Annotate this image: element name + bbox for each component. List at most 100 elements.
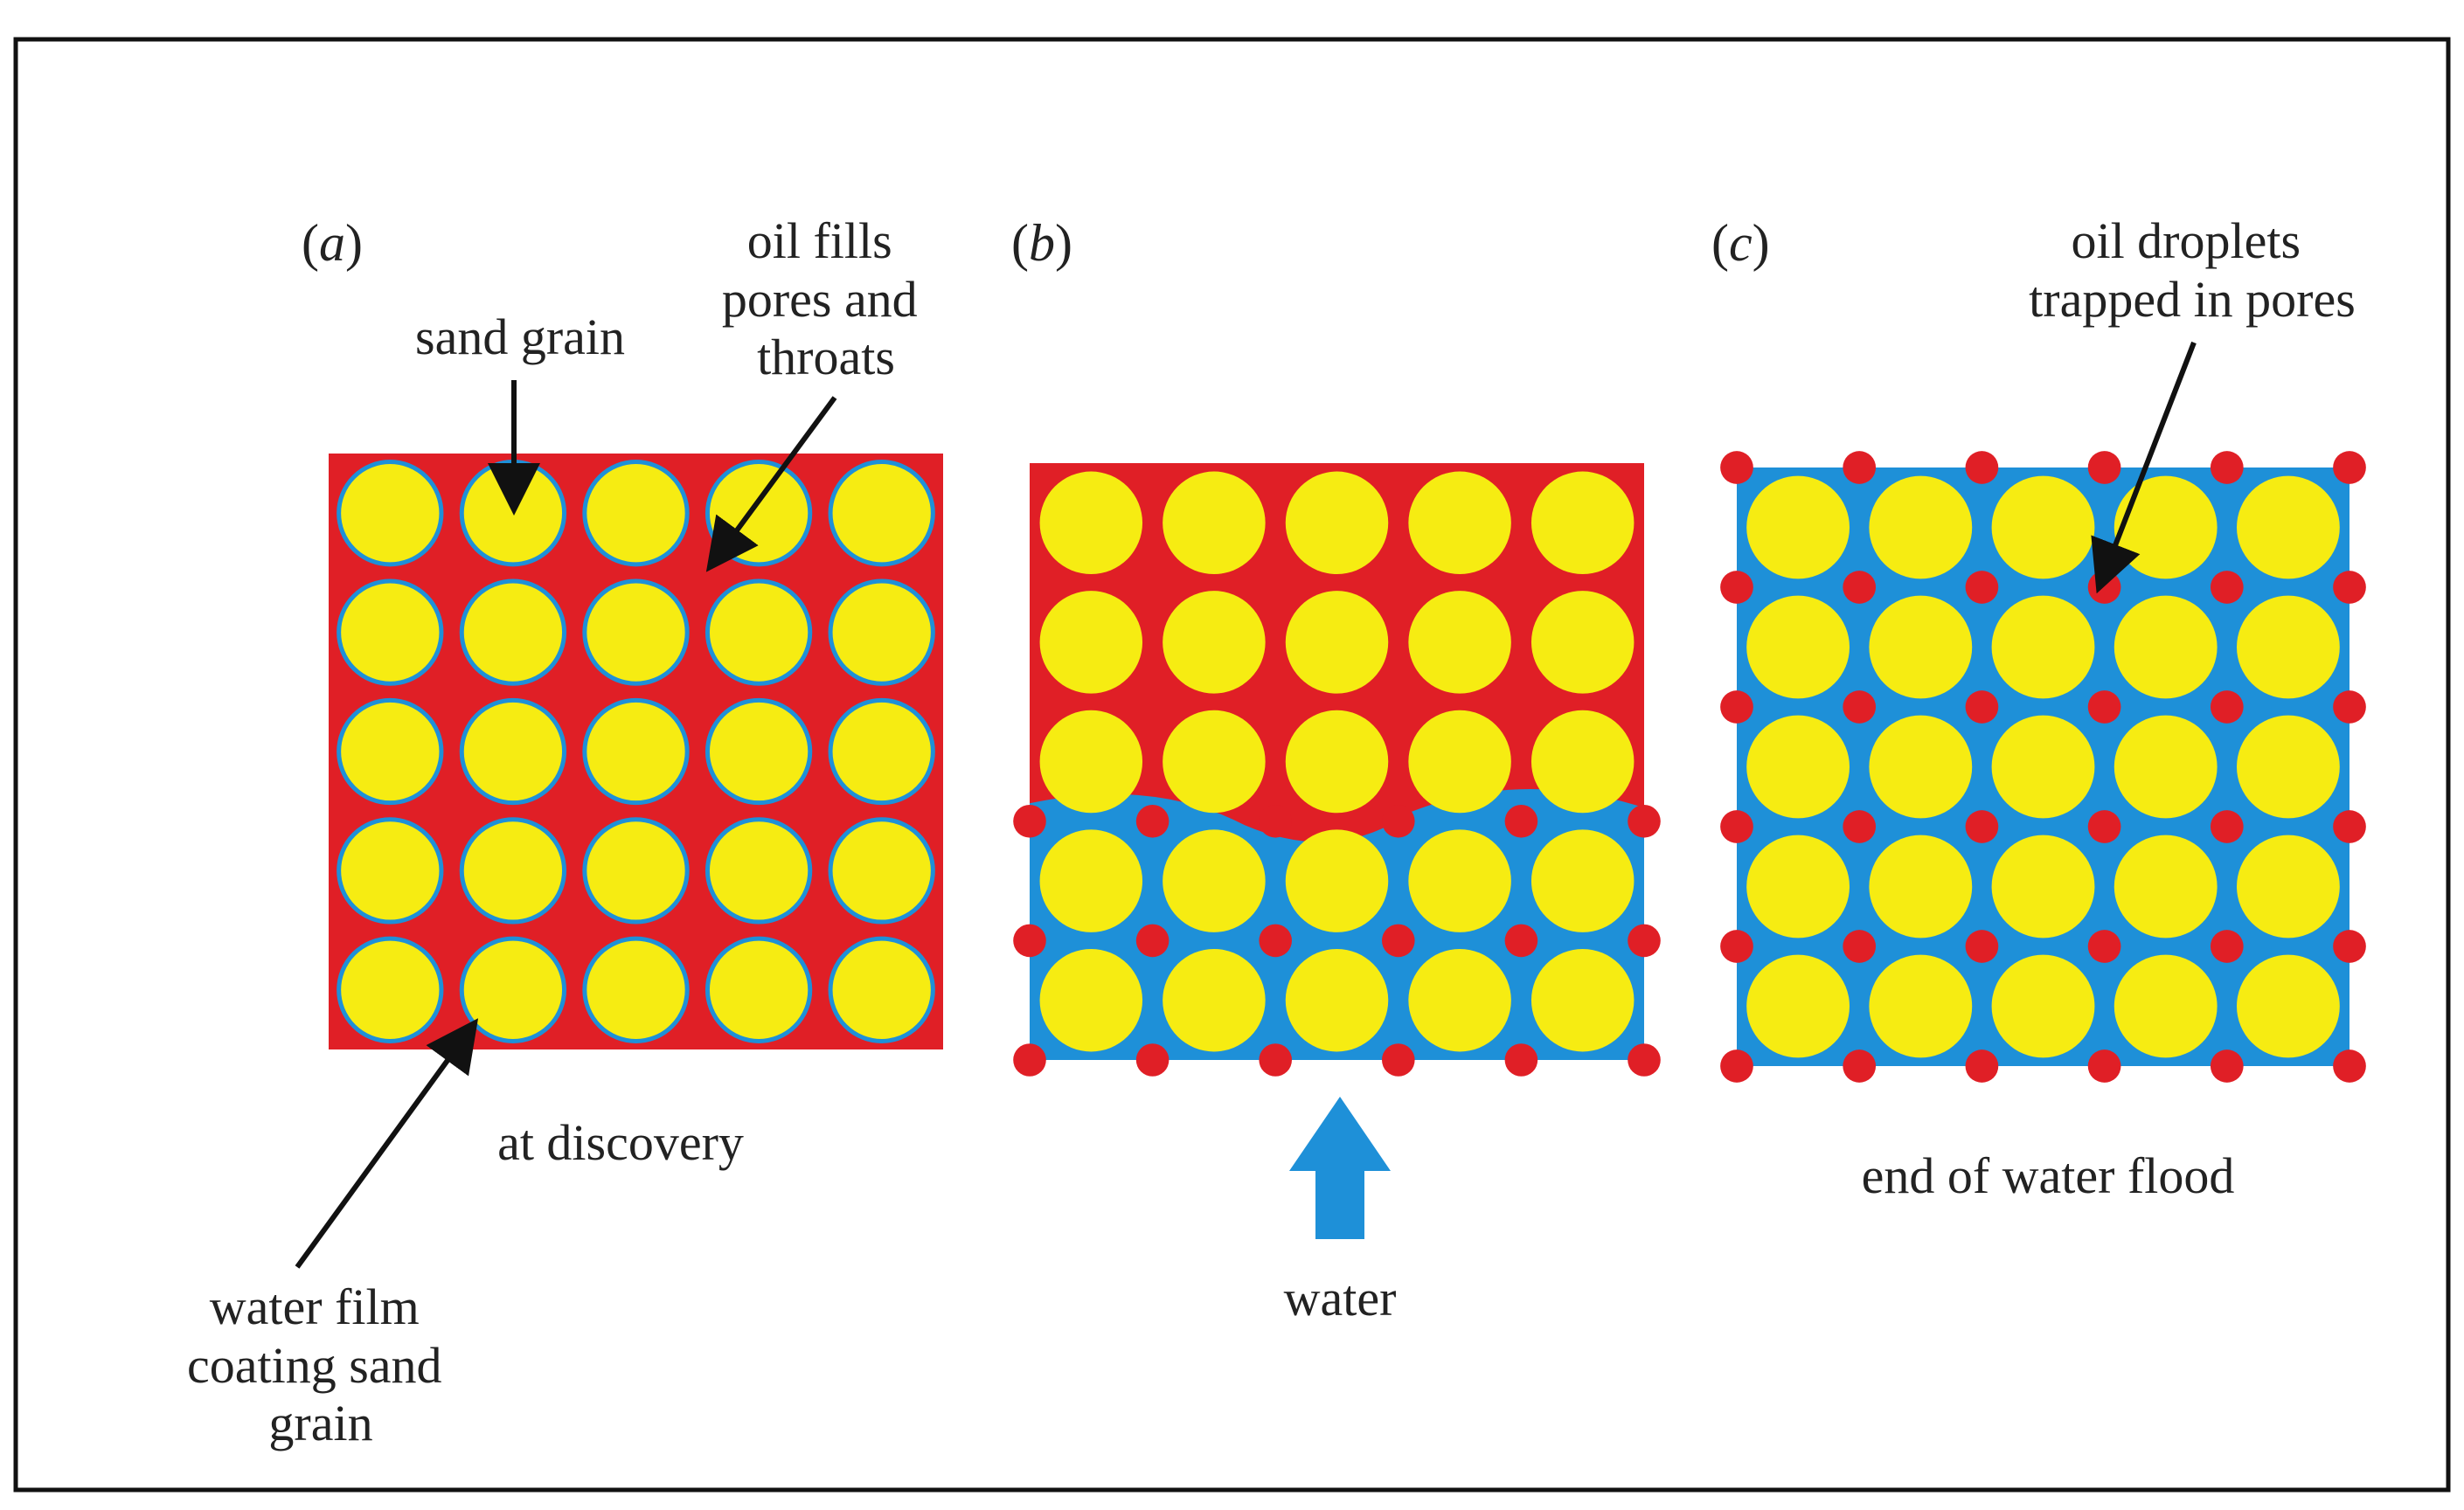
sand-grain (1408, 710, 1511, 814)
sand-grain (582, 460, 690, 567)
sand-grain (1991, 475, 2095, 579)
sand-grain (2113, 835, 2218, 939)
sand-grain (1163, 710, 1266, 814)
sand-grain (1163, 591, 1266, 694)
sand-grain (1408, 591, 1511, 694)
sand-grain (337, 817, 444, 925)
sand-grain (828, 936, 935, 1043)
sand-grain (459, 817, 567, 925)
oil-droplet (1628, 1043, 1661, 1077)
sand-grain (1991, 595, 2095, 699)
sand-grain (1530, 710, 1635, 814)
caption-end-of-water-flood: end of water flood (1862, 1147, 2235, 1204)
label-water-film: water film coating sand grain (187, 1278, 455, 1451)
oil-droplet (1135, 924, 1170, 958)
oil-droplet (1965, 451, 1999, 484)
sand-grain (582, 936, 690, 1043)
sand-grain (828, 460, 935, 567)
sand-grain (1039, 471, 1143, 575)
sand-grain (1408, 829, 1511, 932)
sand-grain (1746, 835, 1850, 939)
sand-grain (459, 697, 567, 806)
sand-grain (1285, 591, 1389, 694)
caption-at-discovery: at discovery (497, 1114, 744, 1171)
oil-droplet (1843, 571, 1877, 604)
oil-droplet (2210, 451, 2244, 484)
oil-droplet (1720, 451, 1753, 484)
oil-droplet (1843, 451, 1877, 484)
sand-grain (1285, 829, 1389, 932)
sand-grain (337, 697, 444, 806)
oil-droplet (1843, 930, 1877, 963)
oil-droplet (1965, 930, 1999, 963)
oil-droplet (1720, 810, 1753, 843)
sand-grain (337, 460, 444, 567)
sand-grain (1746, 595, 1850, 699)
oil-droplet (2210, 930, 2244, 963)
oil-droplet (1013, 1043, 1046, 1077)
arrow-water-film (295, 1018, 479, 1269)
panel-c: (c) oil droplets trapped in pores end of… (1711, 212, 2366, 1204)
sand-grain (1039, 591, 1143, 694)
oil-droplet (2210, 1049, 2244, 1083)
oil-droplet (1013, 805, 1046, 838)
sand-grain (1530, 829, 1635, 932)
arrow-oil-droplets (2091, 341, 2197, 594)
sand-grain (1039, 829, 1143, 932)
oil-droplet (2087, 690, 2121, 724)
oil-droplet (1259, 1043, 1292, 1077)
pore-grid-c (1720, 451, 2366, 1083)
oil-droplet (1259, 805, 1292, 838)
sand-grain (1285, 471, 1389, 575)
sand-grain (704, 936, 813, 1043)
sand-grain (1869, 835, 1973, 939)
sand-grain (1163, 471, 1266, 575)
label-oil-fills: oil fills pores and throats (722, 212, 930, 385)
oil-droplet (1843, 690, 1877, 724)
sand-grain (704, 578, 813, 686)
oil-droplet (1720, 930, 1753, 963)
sand-grain (459, 936, 567, 1043)
oil-droplet (2333, 571, 2366, 604)
oil-droplet (2333, 451, 2366, 484)
sand-grain (2236, 715, 2340, 819)
sand-grain (2113, 475, 2218, 579)
sand-grain (2113, 595, 2218, 699)
sand-grain (1746, 954, 1850, 1058)
sand-grain (704, 697, 813, 806)
oil-droplet (1965, 1049, 1999, 1083)
sand-grain (828, 578, 935, 686)
sand-grain (1991, 835, 2095, 939)
oil-droplet (2333, 810, 2366, 843)
oil-droplet (1628, 924, 1661, 958)
caption-water: water (1284, 1270, 1397, 1326)
sand-grain (1869, 715, 1973, 819)
label-oil-droplets: oil droplets trapped in pores (2029, 212, 2356, 328)
oil-droplet (1628, 805, 1661, 838)
sand-grain (459, 578, 567, 686)
oil-droplet (2087, 1049, 2121, 1083)
oil-droplet (1720, 571, 1753, 604)
oil-droplet (2333, 1049, 2366, 1083)
sand-grain (1991, 954, 2095, 1058)
sand-grain (2113, 715, 2218, 819)
oil-droplet (1504, 1043, 1538, 1077)
sand-grain (1746, 715, 1850, 819)
sand-grain (1039, 948, 1143, 1052)
oil-droplet (1504, 924, 1538, 958)
sand-grain (1991, 715, 2095, 819)
oil-droplet (1965, 690, 1999, 724)
sand-grain (1163, 829, 1266, 932)
oil-droplet (2087, 451, 2121, 484)
oil-droplet (1382, 805, 1415, 838)
sand-grain (1530, 591, 1635, 694)
sand-grain (828, 817, 935, 925)
oil-droplet (1135, 805, 1170, 838)
sand-grain (1285, 948, 1389, 1052)
panel-c-id: (c) (1711, 214, 1770, 272)
panel-a: (a) sand grain oil fills pores and throa… (187, 212, 943, 1451)
oil-droplet (1720, 690, 1753, 724)
water-flow-arrow-icon (1289, 1097, 1391, 1239)
pore-grid-a (329, 454, 943, 1049)
